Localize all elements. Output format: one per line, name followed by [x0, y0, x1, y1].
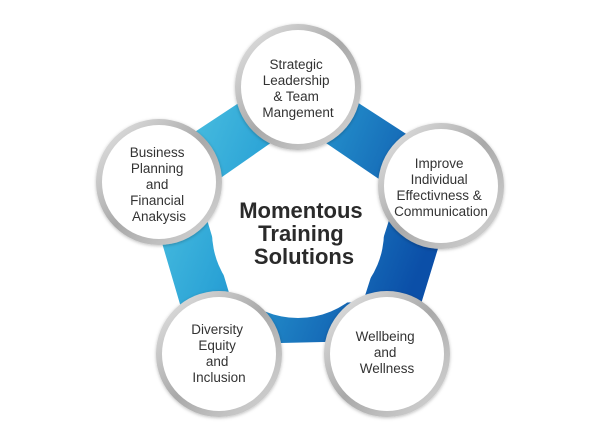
node-strategic-leadership-label: Strategic Leadership & Team Mangement [262, 57, 334, 120]
node-strategic-leadership: Strategic Leadership & Team Mangement [235, 24, 361, 150]
node-business-planning: Business Planning and Financial Anakysis [96, 119, 222, 245]
node-diversity-label: Diversity Equity and Inclusion [191, 322, 247, 385]
node-improve-effectiveness: Improve Individual Effectivness & Commun… [378, 123, 504, 249]
node-wellbeing: Wellbeing and Wellness [324, 291, 450, 417]
node-business-planning-label: Business Planning and Financial Anakysis [130, 145, 189, 224]
node-diversity: Diversity Equity and Inclusion [156, 291, 282, 417]
center-title: Momentous Training Solutions [239, 198, 369, 269]
center-circle [212, 146, 384, 318]
node-wellbeing-label: Wellbeing and Wellness [356, 329, 419, 376]
center-title-line-3: Solutions [254, 244, 354, 269]
center-title-line-1: Momentous [239, 198, 362, 223]
center-title-line-2: Training [258, 221, 344, 246]
node-improve-effectiveness-label: Improve Individual Effectivness & Commun… [394, 156, 488, 219]
pentagon-ring [140, 64, 462, 345]
